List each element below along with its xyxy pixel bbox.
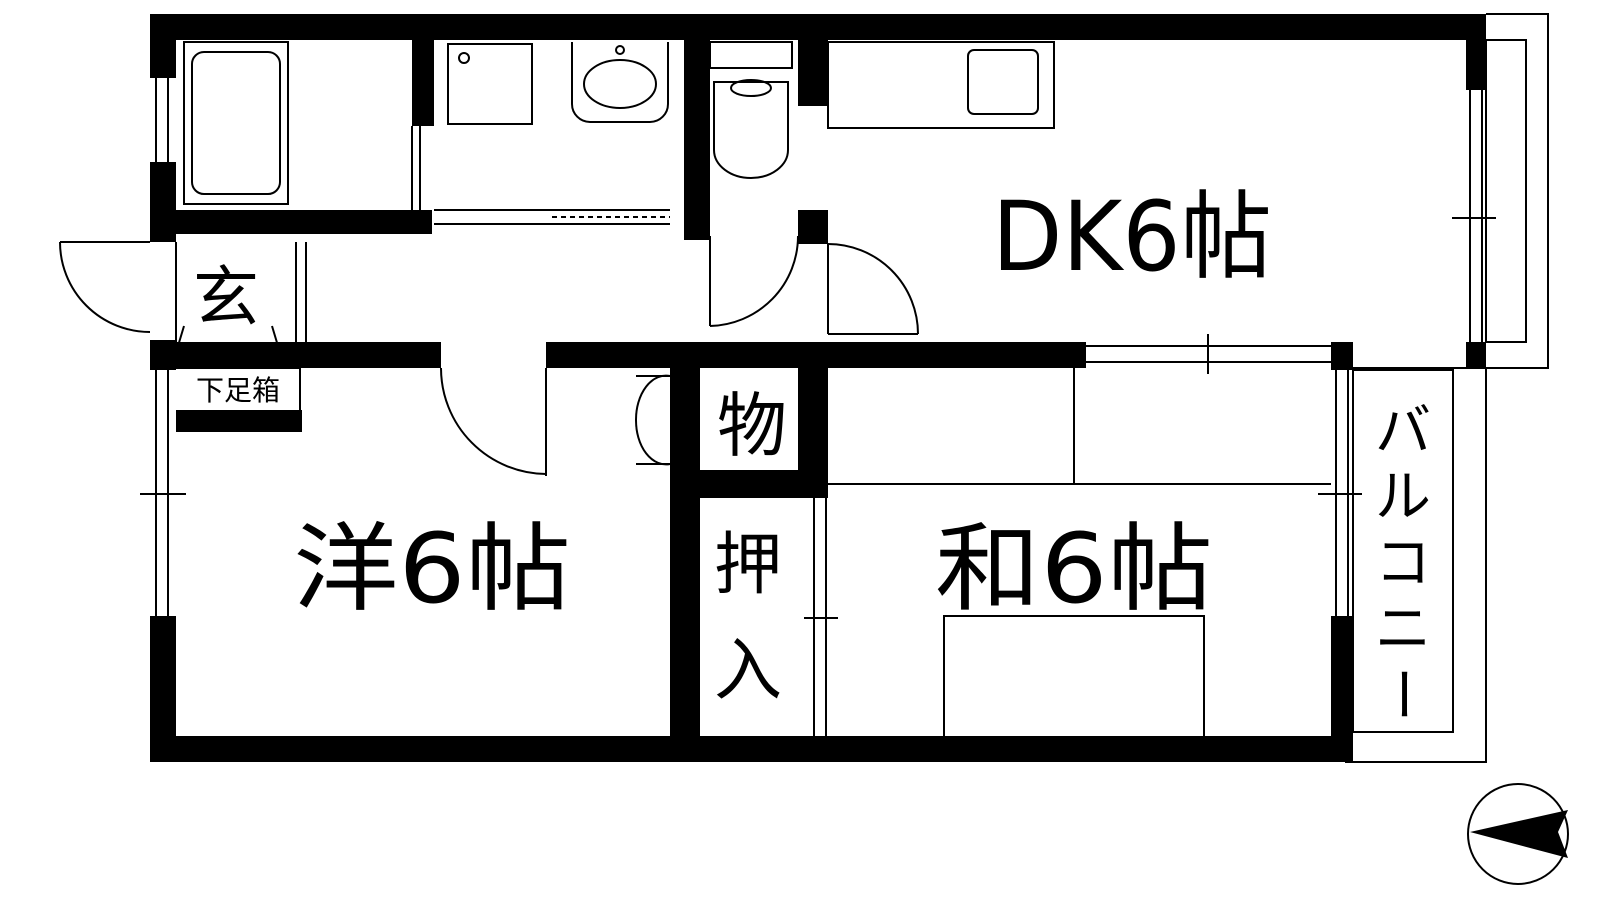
storage-label: 物 bbox=[717, 385, 787, 467]
kitchen-sink-icon bbox=[827, 41, 1055, 129]
balcony-char-5: ー bbox=[1369, 666, 1434, 722]
closet-label-bottom: 入 bbox=[714, 632, 782, 711]
entrance-label: 玄 bbox=[193, 259, 259, 336]
inner-walls bbox=[150, 40, 1086, 738]
balcony-label: バ ル コ ニ ー bbox=[1369, 399, 1434, 722]
japanese-room-label: 和6帖 bbox=[935, 513, 1213, 625]
north-arrow-icon bbox=[1467, 783, 1569, 885]
toilet-icon bbox=[709, 41, 793, 179]
doors bbox=[59, 126, 919, 476]
shoe-box bbox=[176, 325, 301, 410]
closet-label-top: 押 bbox=[714, 526, 782, 605]
balcony-char-4: ニ bbox=[1375, 597, 1431, 662]
washbasin-icon bbox=[571, 42, 669, 123]
washing-machine-icon bbox=[447, 43, 533, 125]
balcony-char-1: バ bbox=[1375, 399, 1431, 464]
dk-label: DK6帖 bbox=[992, 181, 1272, 293]
western-room-label: 洋6帖 bbox=[293, 513, 571, 625]
windows bbox=[140, 78, 1496, 736]
balcony-char-3: コ bbox=[1375, 531, 1431, 596]
balcony bbox=[1345, 13, 1549, 763]
tatami-lines bbox=[828, 368, 1331, 736]
balcony-char-2: ル bbox=[1375, 465, 1431, 530]
shoe-box-label: 下足箱 bbox=[196, 374, 280, 407]
bathtub-icon bbox=[183, 41, 289, 205]
